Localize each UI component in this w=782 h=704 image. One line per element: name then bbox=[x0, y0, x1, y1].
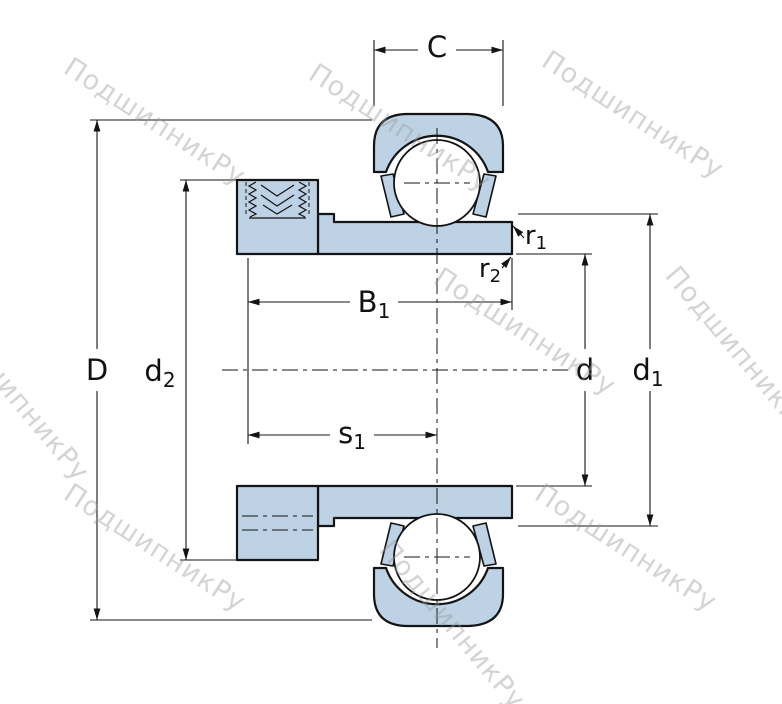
leader-line bbox=[501, 256, 512, 269]
hex-socket-chevron-1 bbox=[260, 184, 295, 197]
center-lines bbox=[222, 128, 568, 648]
label-d: d bbox=[576, 353, 594, 387]
thread-profile-right bbox=[297, 181, 308, 218]
bearing-parts bbox=[235, 112, 514, 628]
seal-lower-left bbox=[380, 522, 405, 567]
label-B1: B1 bbox=[358, 285, 391, 323]
label-s1: s1 bbox=[338, 416, 366, 454]
watermark-text: ПодшипникРу bbox=[0, 307, 95, 488]
hex-socket-chevron-2 bbox=[260, 194, 295, 207]
watermark-text: ПодшипникРу bbox=[536, 45, 729, 185]
seal-upper-left bbox=[380, 173, 405, 218]
label-r1: r1 bbox=[525, 221, 547, 254]
label-d1: d1 bbox=[632, 353, 663, 391]
outer-ring-lower bbox=[372, 566, 505, 628]
watermark-text: ПодшипникРу bbox=[529, 478, 722, 618]
dimension-r1: r1 bbox=[512, 221, 547, 254]
dimension-D: D bbox=[86, 119, 372, 621]
dimension-C: C bbox=[373, 30, 504, 106]
outer-ring-upper bbox=[372, 112, 505, 174]
watermark-text: ПодшипникРу bbox=[58, 52, 251, 192]
dimension-r2: r2 bbox=[479, 254, 512, 287]
leader-line bbox=[512, 225, 525, 239]
dimension-d2: d2 bbox=[144, 179, 239, 561]
watermark-text: ПодшипникРу bbox=[58, 478, 251, 618]
label-C: C bbox=[427, 30, 447, 64]
collar-lower-hidden-lines bbox=[242, 515, 313, 531]
locking-collar-upper bbox=[235, 178, 320, 256]
watermark-text: ПодшипникРу bbox=[428, 262, 621, 402]
label-r2: r2 bbox=[479, 254, 501, 287]
seal-upper-right bbox=[472, 173, 497, 218]
label-D: D bbox=[86, 353, 108, 387]
dimension-s1: s1 bbox=[248, 416, 437, 454]
hex-socket-chevron-3 bbox=[262, 204, 293, 215]
thread-profile-left bbox=[247, 181, 258, 218]
setscrew-thread-detail bbox=[245, 181, 310, 219]
seal-lower-right bbox=[472, 522, 497, 567]
label-d2: d2 bbox=[144, 354, 175, 392]
watermark-text: ПодшипникРу bbox=[659, 261, 782, 442]
dimension-B1: B1 bbox=[247, 258, 513, 444]
locking-collar-lower bbox=[235, 484, 320, 562]
dimension-d: d bbox=[516, 253, 594, 487]
dimension-d1: d1 bbox=[518, 213, 664, 527]
